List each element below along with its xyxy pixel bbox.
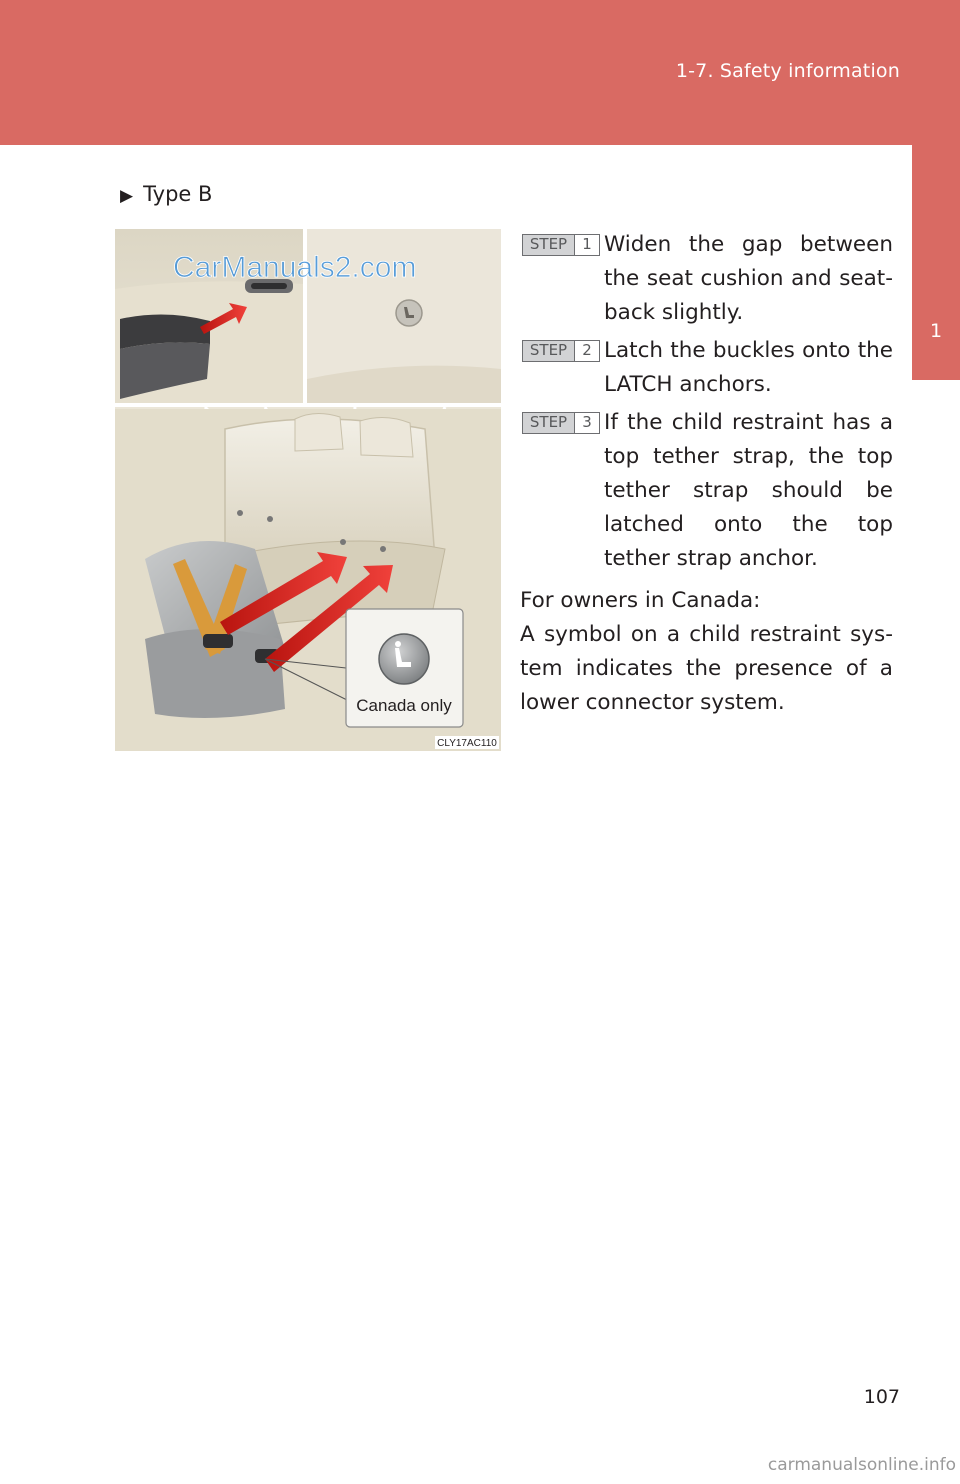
type-heading-text: Type B bbox=[143, 182, 213, 206]
step-text: Latch the buckles onto the LATCH anchors… bbox=[604, 338, 893, 397]
step-text: If the child restraint has a top tether … bbox=[604, 410, 893, 571]
step-badge-label: STEP bbox=[523, 235, 575, 255]
pointer-arrow-icon: ▶ bbox=[120, 186, 134, 206]
detail-panel-anchor-marking bbox=[307, 229, 501, 405]
type-heading: ▶ Type B bbox=[120, 182, 212, 206]
step-text: Widen the gap between the seat cushion a… bbox=[604, 232, 893, 325]
header-band bbox=[0, 0, 960, 145]
detail-arrow bbox=[200, 303, 247, 334]
watermark-text: CarManuals2.com bbox=[173, 251, 416, 284]
chapter-label: Before driving bbox=[934, 392, 954, 512]
child-seat-anchor-icon bbox=[378, 633, 430, 685]
callout-label: Canada only bbox=[356, 696, 452, 715]
figure-code: CLY17AC110 bbox=[437, 738, 497, 749]
chapter-number: 1 bbox=[929, 320, 943, 342]
canada-note: For owners in Canada: A symbol on a chil… bbox=[520, 584, 893, 720]
step-badge-number: 1 bbox=[575, 235, 599, 255]
step-badge-label: STEP bbox=[523, 341, 575, 361]
side-tab-strip bbox=[912, 145, 960, 380]
step-badge-label: STEP bbox=[523, 413, 575, 433]
canada-note-body: A symbol on a child restraint sys-tem in… bbox=[520, 622, 893, 715]
latch-arrows bbox=[220, 552, 393, 672]
step-badge-number: 3 bbox=[575, 413, 599, 433]
child-seat-installation-figure: Canada only CarManuals2.com CLY17AC110 bbox=[115, 229, 501, 751]
step-badge-number: 2 bbox=[575, 341, 599, 361]
canada-note-intro: For owners in Canada: bbox=[520, 588, 761, 613]
site-footer: carmanualsonline.info bbox=[767, 1455, 956, 1475]
section-title: 1-7. Safety information bbox=[675, 60, 900, 82]
page-number: 107 bbox=[863, 1386, 900, 1408]
detail-panel-seat-gap bbox=[115, 229, 303, 405]
child-restraint-seat bbox=[145, 541, 285, 718]
